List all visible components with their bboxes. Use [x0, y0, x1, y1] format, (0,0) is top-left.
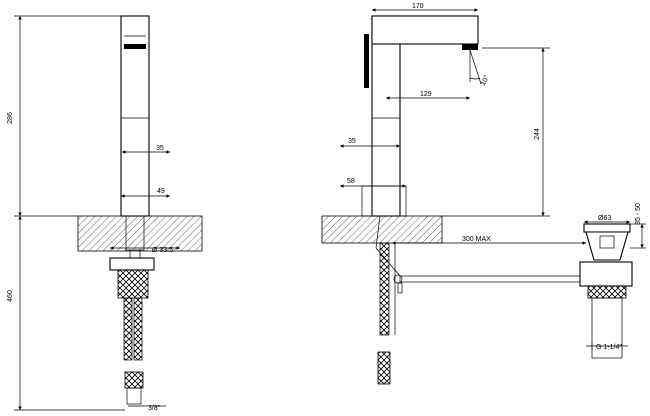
front-flex-hose-a	[123, 297, 133, 361]
dim-diameter-63: Ø63	[598, 215, 611, 222]
front-nut	[109, 257, 155, 271]
front-hose-connector	[124, 371, 144, 389]
front-thread	[117, 269, 149, 299]
dim-170: 170	[412, 3, 424, 10]
waste-flange	[583, 223, 631, 233]
front-flex-hose-b	[133, 297, 143, 361]
front-countertop	[77, 215, 203, 252]
front-view: 286 460 35 49 Ø 33.5 3/8"	[7, 15, 203, 412]
dim-300-max: 300 MAX	[462, 236, 491, 243]
side-view: 10° 170 129 35 58 244 300 MAX	[321, 3, 586, 385]
side-hose-connector	[377, 351, 391, 385]
pop-up-rod	[399, 275, 585, 283]
dim-286: 286	[7, 112, 14, 124]
dim-angle-10: 10°	[479, 74, 491, 87]
dim-35-50: 35 - 50	[635, 203, 642, 225]
dim-49: 49	[157, 188, 165, 195]
dim-35-front: 35	[156, 145, 164, 152]
dim-g-1-1-4: G 1-1/4"	[596, 344, 622, 351]
side-countertop	[321, 215, 443, 244]
dim-35-side: 35	[348, 138, 356, 145]
dim-diameter-33-5: Ø 33.5	[152, 247, 173, 254]
waste-valve	[579, 261, 633, 287]
side-lever	[364, 34, 369, 88]
dim-460: 460	[7, 290, 14, 302]
side-spout	[371, 15, 479, 45]
dim-58: 58	[347, 178, 355, 185]
front-aerator	[124, 44, 146, 49]
dim-129: 129	[420, 91, 432, 98]
waste-funnel	[585, 231, 629, 261]
side-aerator	[462, 44, 478, 50]
dim-3-8-inch: 3/8"	[148, 405, 161, 412]
side-flex-hose	[379, 242, 390, 336]
waste-thread	[587, 285, 627, 299]
front-fixing-rod	[125, 215, 145, 251]
waste-view: Ø63 35 - 50 G 1-1/4"	[579, 203, 646, 359]
dim-244: 244	[534, 128, 541, 140]
waste-tailpiece	[591, 297, 623, 359]
